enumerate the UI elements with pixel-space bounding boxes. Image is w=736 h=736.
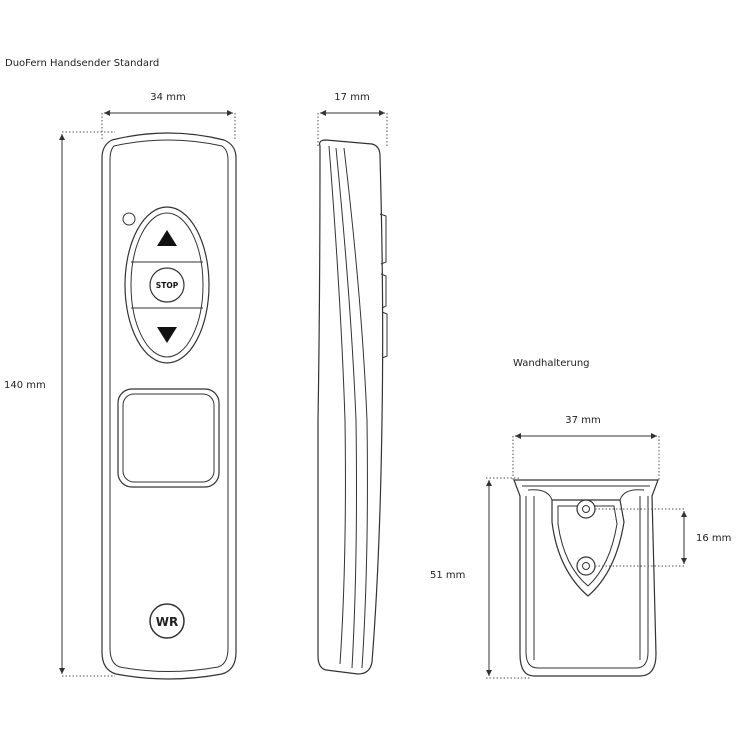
side-button-bump-2 [380, 273, 387, 309]
led-indicator [122, 212, 136, 226]
side-groove-1 [328, 145, 346, 665]
stop-button[interactable]: STOP [149, 267, 185, 303]
down-arrow-icon [157, 327, 177, 343]
screw-hole-top [576, 499, 596, 519]
bracket-height-label: 51 mm [430, 570, 465, 581]
height-label: 140 mm [4, 380, 46, 391]
remote-front-view: 34 mm 140 mm STOP WR [4, 92, 237, 680]
remote-side-body [317, 139, 384, 675]
bracket-right-clip [619, 489, 645, 501]
square-button[interactable] [117, 388, 220, 488]
bracket-plate-inner [557, 505, 618, 587]
bracket-title: Wandhalterung [513, 358, 590, 369]
screw-hole-top-center [582, 505, 590, 513]
remote-inner-edge [109, 139, 229, 672]
side-groove-2 [335, 147, 357, 669]
up-button[interactable] [157, 230, 177, 246]
bracket-inner-frame [525, 496, 649, 669]
remote-side-view: 17 mm [317, 92, 388, 675]
screw-hole-bottom-center [582, 562, 590, 570]
side-button-bump-1 [379, 213, 387, 265]
up-arrow-icon [157, 230, 177, 246]
width-label: 34 mm [150, 92, 185, 103]
hole-spacing-label: 16 mm [696, 533, 731, 544]
down-button[interactable] [157, 327, 177, 343]
depth-label: 17 mm [334, 92, 369, 103]
button-pad-inner [130, 212, 204, 358]
logo-text: WR [156, 615, 178, 629]
bracket-left-clip [527, 489, 553, 501]
bracket-width-label: 37 mm [565, 415, 600, 426]
square-button-inner [122, 393, 215, 483]
bracket-mounting-plate [551, 499, 625, 597]
stop-button-ring [149, 267, 185, 303]
logo-circle-icon [149, 603, 185, 639]
side-groove-3 [343, 147, 368, 669]
side-button-bump-3 [381, 311, 388, 359]
brand-logo: WR [149, 603, 185, 639]
screw-hole-bottom [576, 556, 596, 576]
drawing-title: DuoFern Handsender Standard [5, 58, 159, 69]
wall-bracket-view: Wandhalterung 37 mm 51 mm [430, 358, 731, 679]
stop-button-label: STOP [156, 281, 179, 290]
